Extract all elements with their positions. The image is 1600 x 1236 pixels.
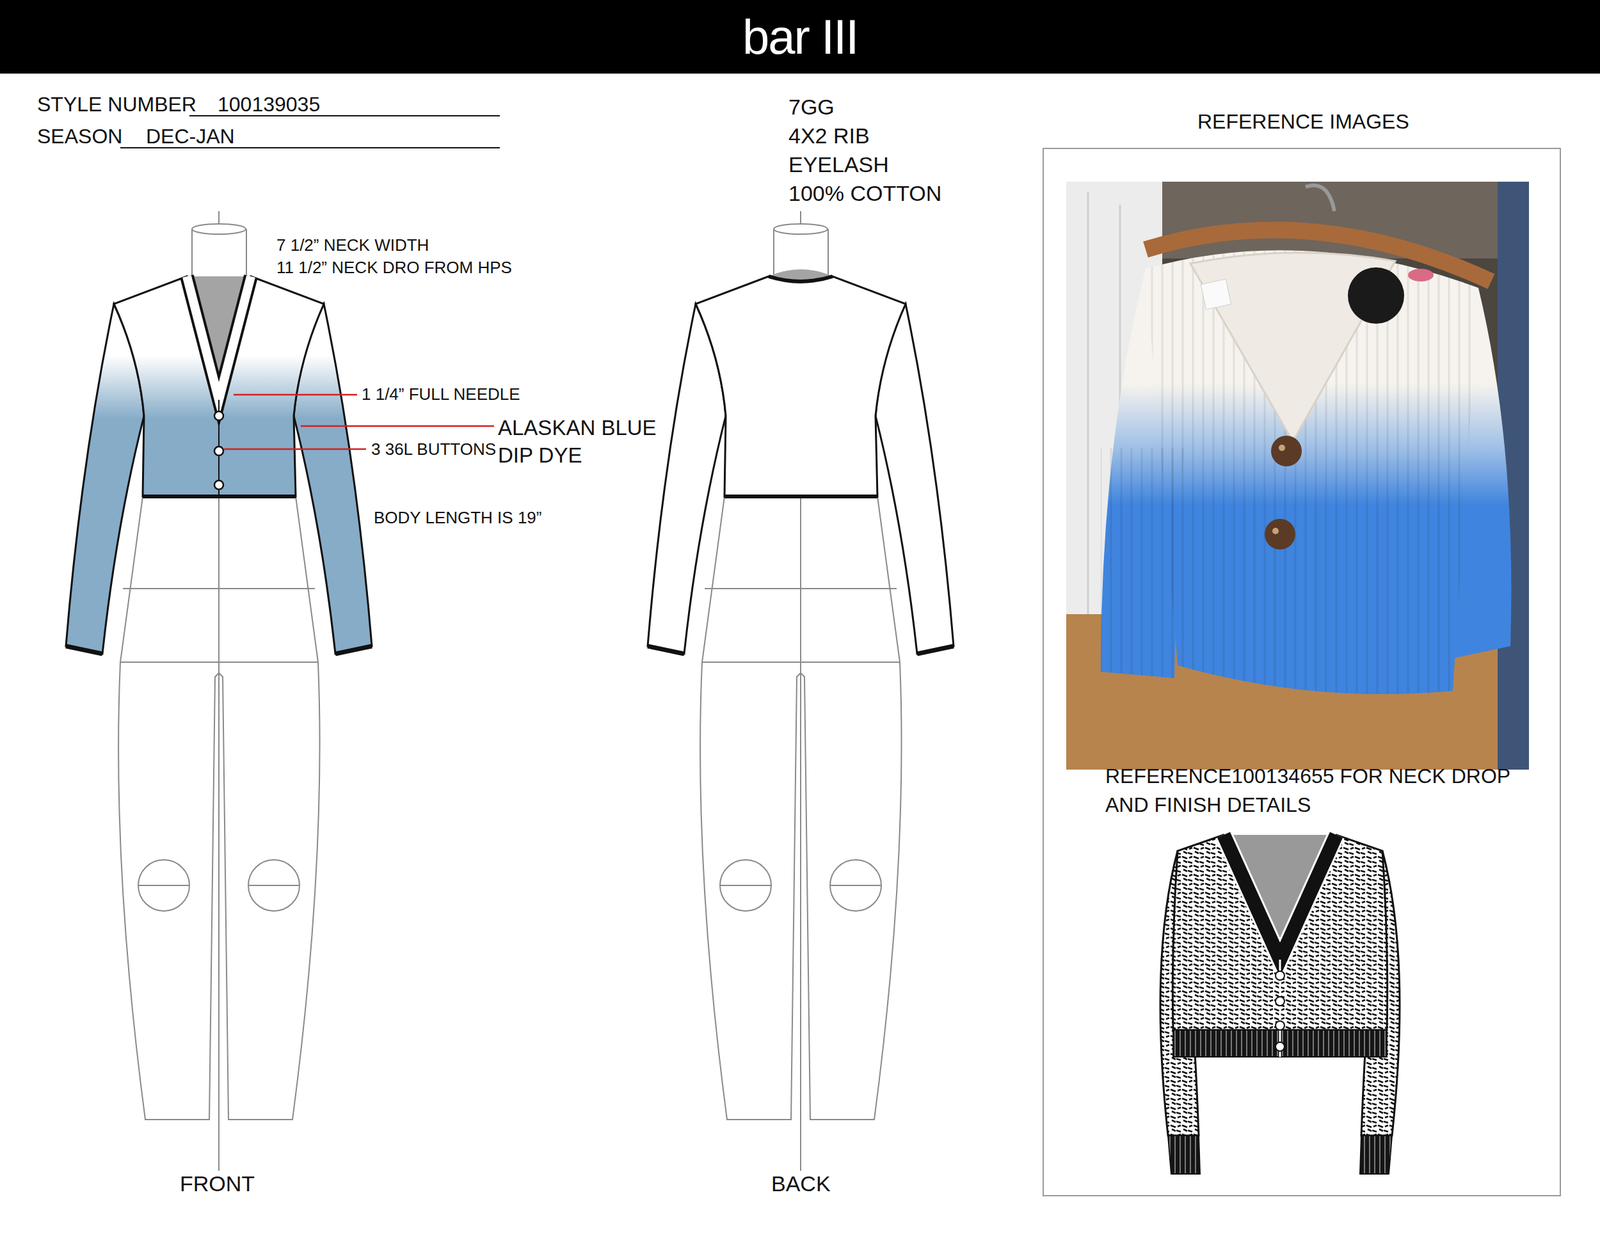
header-field: SEASON: [37, 124, 123, 149]
callout-note: 3 36L BUTTONS: [371, 439, 496, 460]
spec-note: 4X2 RIB: [788, 122, 870, 150]
dimension-note: 11 1/2” NECK DRO FROM HPS: [276, 257, 512, 278]
color-callout: ALASKAN BLUE DIP DYE: [497, 414, 671, 470]
view-label: FRONT: [179, 1171, 255, 1198]
reference-panel: REFERENCE IMAGESREFERENCE100134655 FOR N…: [1042, 147, 1561, 1197]
dimension-note: BODY LENGTH IS 19”: [373, 508, 543, 528]
panel-note: REFERENCE100134655 FOR NECK DROP AND FIN…: [1105, 762, 1547, 820]
header-field: STYLE NUMBER: [37, 92, 197, 117]
style-number: 100139035: [217, 92, 320, 117]
spec-note: 100% COTTON: [788, 180, 942, 207]
panel-heading: REFERENCE IMAGES: [1197, 109, 1410, 134]
view-label: BACK: [771, 1171, 831, 1198]
spec-note: 7GG: [788, 94, 835, 121]
dimension-note: 7 1/2” NECK WIDTH: [276, 235, 429, 256]
callout-note: 1 1/4” FULL NEEDLE: [361, 384, 521, 405]
spec-note: EYELASH: [788, 151, 889, 178]
season-value: DEC-JAN: [145, 124, 235, 149]
brand-logo: bar III: [742, 7, 858, 66]
